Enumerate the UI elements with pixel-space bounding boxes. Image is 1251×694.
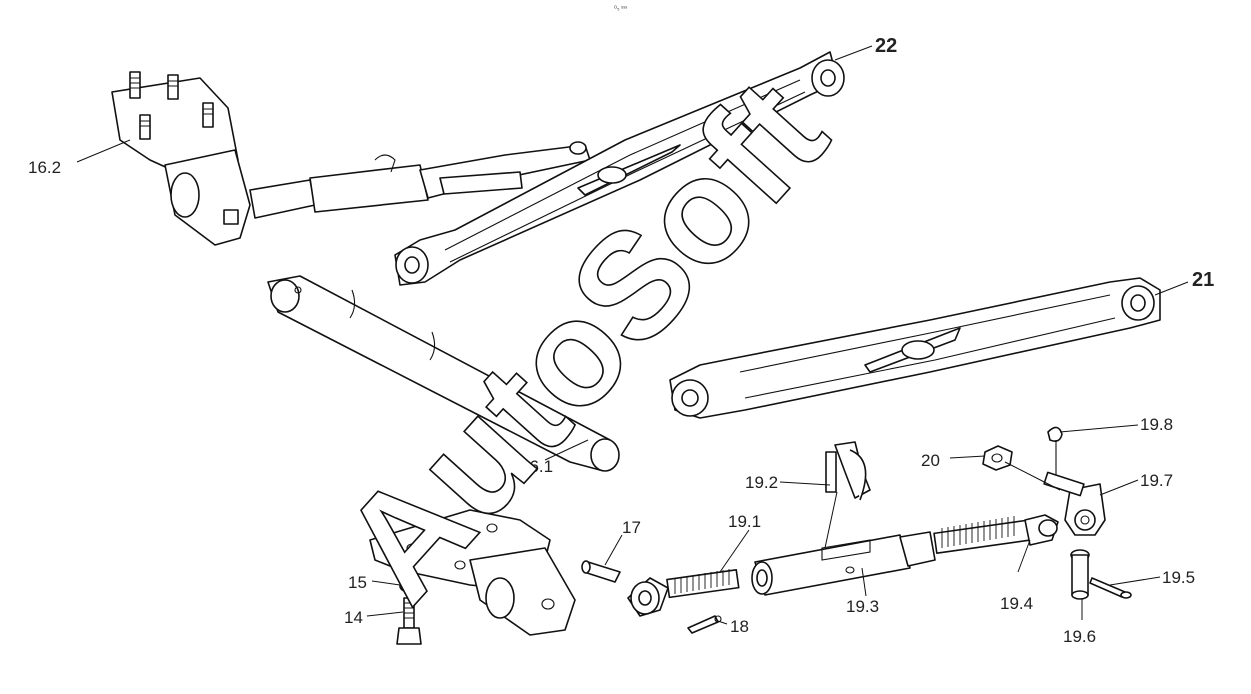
label-14: 14 <box>344 608 363 627</box>
label-19-7: 19.7 <box>1140 471 1173 490</box>
cotter-pin-18 <box>687 615 722 634</box>
bolt-14 <box>396 597 422 645</box>
lower-bracket <box>369 509 576 636</box>
latch-19-2 <box>825 441 871 501</box>
label-18: 18 <box>730 617 749 636</box>
nut-20 <box>982 445 1013 471</box>
header-mark: ᴼ₅ ˢˢˢ <box>614 5 627 12</box>
label-19-1: 19.1 <box>728 512 761 531</box>
label-22: 22 <box>875 35 897 57</box>
upper-bracket-16-2 <box>111 71 251 246</box>
bolt-studs <box>129 71 214 140</box>
label-19-2: 19.2 <box>745 473 778 492</box>
label-19-4: 19.4 <box>1000 594 1033 613</box>
pin-17 <box>581 560 621 583</box>
label-16-1: 16.1 <box>520 457 553 476</box>
label-16-2: 16.2 <box>28 158 61 177</box>
leader-lines <box>76 45 1189 625</box>
lower-link-21 <box>669 277 1161 419</box>
label-19-6: 19.6 <box>1063 627 1096 646</box>
retainer-pin-19-5 <box>1089 577 1132 599</box>
part-labels: 16.2 22 21 16.1 17 19.1 19.2 19.3 19.4 1… <box>28 35 1214 646</box>
lower-link-22 <box>394 51 845 286</box>
label-17: 17 <box>622 518 641 537</box>
clevis-19-7 <box>1043 471 1106 536</box>
upper-link-rod <box>249 141 591 219</box>
label-19-3: 19.3 <box>846 597 879 616</box>
label-15: 15 <box>348 573 367 592</box>
cross-shaft-16-1 <box>267 275 620 472</box>
label-20: 20 <box>921 451 940 470</box>
spring-clip-19-8 <box>1047 426 1063 475</box>
threaded-rod-19-4 <box>933 514 1059 554</box>
label-19-5: 19.5 <box>1162 568 1195 587</box>
label-21: 21 <box>1192 269 1214 291</box>
clevis-end-19-1 <box>627 569 740 617</box>
washer-15 <box>399 579 419 593</box>
clevis-pin-19-6 <box>1070 549 1090 600</box>
sleeve-19-3 <box>751 531 936 596</box>
label-19-8: 19.8 <box>1140 415 1173 434</box>
